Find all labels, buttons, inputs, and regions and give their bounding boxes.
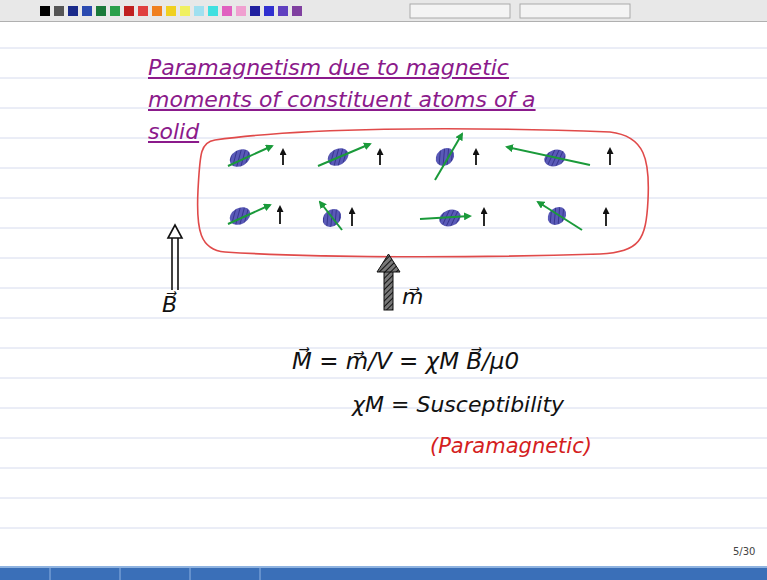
slide-title: Paramagnetism due to magnetic moments of…: [148, 52, 588, 148]
moment-arrow: [377, 254, 400, 310]
page-number: 5/30: [733, 546, 755, 558]
moment-label: m⃗: [402, 284, 423, 310]
solid-outline: [198, 129, 649, 257]
magnetization-equation: M⃗ = m⃗/V = χM B⃗/μ0: [292, 348, 519, 376]
susceptibility-definition: χM = Susceptibility: [352, 392, 564, 418]
status-bar: [0, 566, 767, 580]
paramagnetic-note: (Paramagnetic): [430, 434, 592, 459]
field-arrow: [168, 225, 182, 290]
atoms: [226, 134, 610, 231]
field-label: B⃗: [162, 292, 177, 318]
toolbar: [0, 0, 767, 22]
ruled-lines: [0, 48, 767, 528]
